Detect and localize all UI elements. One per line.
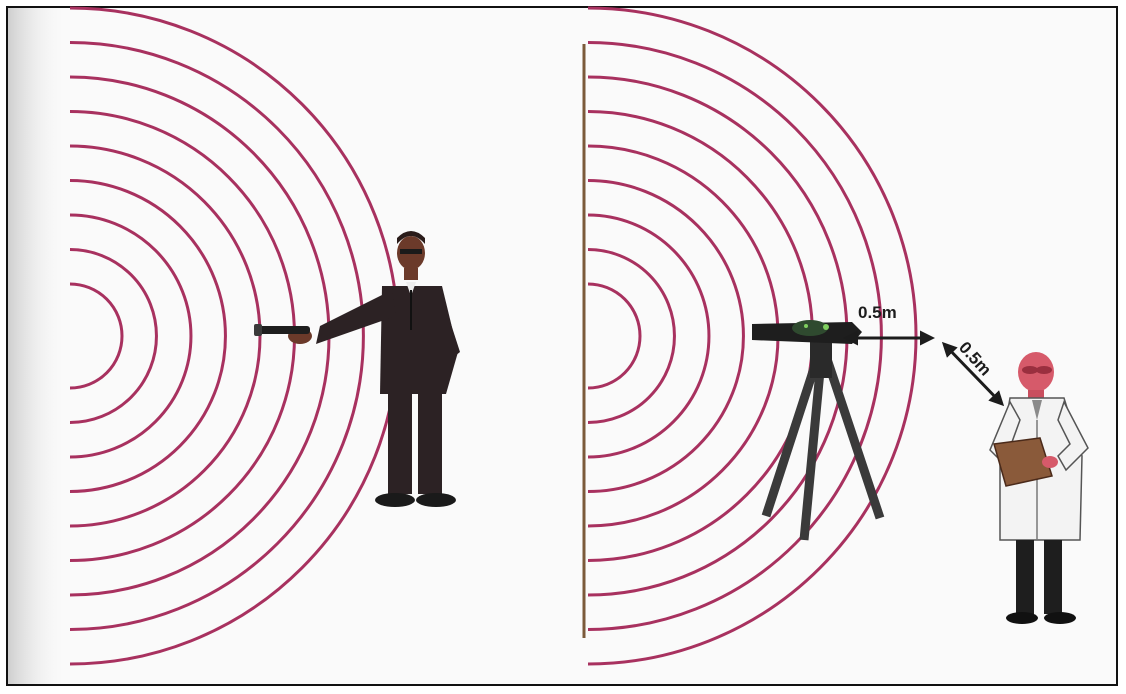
- diagonal-distance-label: 0.5m: [955, 338, 995, 380]
- scan-shadow: [8, 8, 68, 684]
- left-wave-ring-1: [70, 284, 122, 388]
- left-wave-ring-5: [70, 146, 260, 526]
- right-wave-ring-4: [588, 181, 743, 492]
- tripod-sound-meter-icon: [752, 320, 880, 540]
- left-sound-waves: [70, 8, 398, 664]
- technician-with-clipboard-icon: [990, 352, 1088, 624]
- left-wave-ring-2: [70, 250, 156, 423]
- left-wave-ring-4: [70, 181, 225, 492]
- right-wave-ring-1: [588, 284, 640, 388]
- left-wave-ring-9: [70, 8, 398, 664]
- horizontal-distance-label: 0.5m: [858, 303, 897, 322]
- right-wave-ring-5: [588, 146, 778, 526]
- right-wave-ring-2: [588, 250, 674, 423]
